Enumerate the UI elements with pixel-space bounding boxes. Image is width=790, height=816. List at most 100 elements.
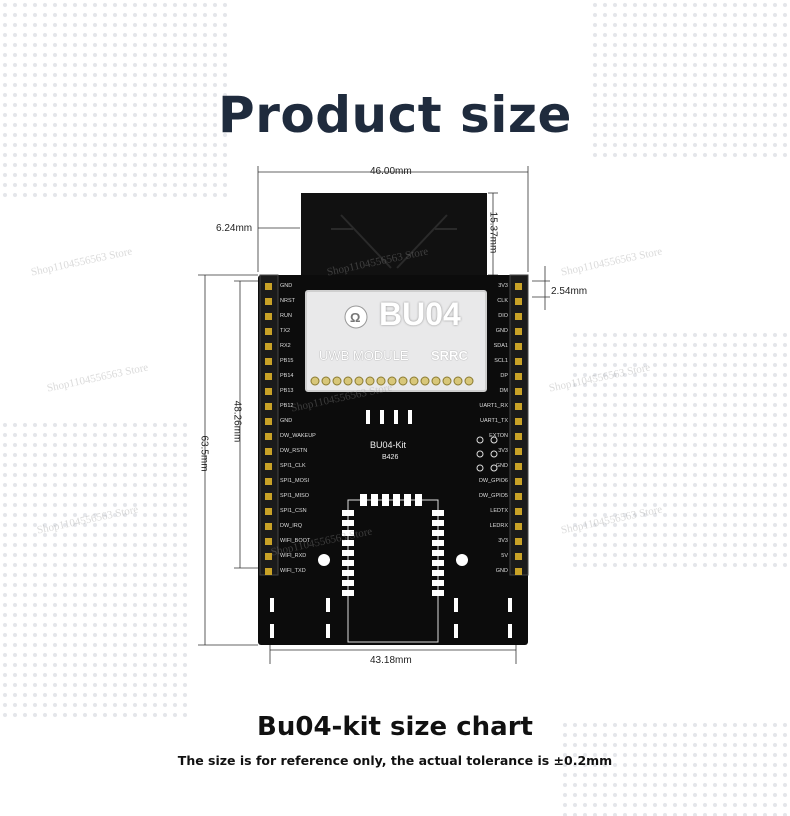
castellation-pad (310, 376, 320, 386)
header-pin (265, 538, 272, 545)
pin-label: TX2 (280, 328, 291, 334)
castellation-pad (453, 376, 463, 386)
pin-label: DW_GPIO5 (478, 493, 508, 499)
chip-pad (415, 494, 422, 506)
pin-label: DM (499, 388, 508, 394)
header-pin (265, 403, 272, 410)
pin-label: SPI1_CSN (280, 508, 307, 514)
dim-pin-pitch: 2.54mm (551, 286, 588, 297)
dot-pattern-top-left (0, 0, 230, 200)
header-pin (515, 403, 522, 410)
kit-name: BU04-Kit (370, 440, 407, 450)
pin-label: SPI1_MISO (280, 493, 310, 499)
pin-label: WIFI_BOOT (280, 538, 311, 544)
page-title: Product size (218, 86, 572, 144)
dot-pattern-bottom-right (560, 720, 790, 816)
pin-label: DW_RSTN (280, 448, 308, 454)
castellation-pad (464, 376, 474, 386)
chip-pad (432, 530, 444, 536)
header-pin (515, 553, 522, 560)
castellation-pad (409, 376, 419, 386)
dot-pattern-right (570, 330, 790, 570)
chip-pad (393, 494, 400, 506)
tolerance-note: The size is for reference only, the actu… (177, 753, 613, 768)
chip-pad (342, 560, 354, 566)
pin-label: DW_IRQ (280, 523, 302, 529)
module-cert: SRRC (431, 348, 468, 363)
pin-label: SDA1 (493, 343, 508, 349)
pin-label: NRST (280, 298, 295, 304)
castellation-pad (332, 376, 342, 386)
header-pin (515, 298, 522, 305)
pin-label: GND (495, 328, 508, 334)
chip-pad (342, 510, 354, 516)
pin-label: PB15 (280, 358, 294, 364)
header-pin (265, 313, 272, 320)
chip-pad (342, 580, 354, 586)
header-pin (265, 418, 272, 425)
pin-label: LEDTX (490, 508, 508, 514)
pin-label: GND (495, 463, 508, 469)
header-pin (515, 313, 522, 320)
chip-pad (342, 550, 354, 556)
castellation-pad (431, 376, 441, 386)
pin-label: EXTON (489, 433, 508, 439)
pin-label: GND (280, 283, 293, 289)
pin-label: WIFI_RXD (280, 553, 307, 559)
header-pin (265, 343, 272, 350)
chip-pad (432, 520, 444, 526)
chip-pad (342, 530, 354, 536)
chip-pad (432, 590, 444, 596)
pin-label: UART1_RX (479, 403, 508, 409)
svg-text:Ω: Ω (350, 310, 360, 325)
pin-label: DW_WAKEUP (280, 433, 316, 439)
header-pin (515, 478, 522, 485)
header-pin (515, 448, 522, 455)
dim-board-width: 46.00mm (370, 166, 412, 177)
header-pin (515, 388, 522, 395)
pin-label: DP (500, 373, 508, 379)
header-pin (265, 508, 272, 515)
chip-pad (404, 494, 411, 506)
chip-pad (342, 540, 354, 546)
uwb-module: Ω BU04 UWB MODULE SRRC (305, 290, 487, 392)
chip-pad (432, 560, 444, 566)
header-pin (515, 523, 522, 530)
pin-label: DW_GPIO6 (478, 478, 508, 484)
dot-pattern-top-right (590, 0, 790, 160)
pin-label: CLK (497, 298, 508, 304)
module-castellations (310, 376, 474, 386)
pin-label: GND (280, 418, 293, 424)
pin-label: GND (495, 568, 508, 574)
header-pin (265, 328, 272, 335)
pin-label: 3V3 (498, 448, 508, 454)
antenna-trace (331, 214, 457, 269)
chip-pad (342, 520, 354, 526)
pin-label: RUN (280, 313, 292, 319)
header-pin (265, 433, 272, 440)
pin-label: 3V3 (498, 538, 508, 544)
chip-pad (371, 494, 378, 506)
module-title: BU04 (379, 296, 461, 332)
castellation-pad (376, 376, 386, 386)
pin-label: PB14 (280, 373, 294, 379)
castellation-pad (387, 376, 397, 386)
header-pin (265, 448, 272, 455)
header-pin (265, 553, 272, 560)
chip-pad (432, 550, 444, 556)
dot-pattern-left (0, 420, 190, 720)
chip-pad (432, 540, 444, 546)
pin-label: SPI1_CLK (280, 463, 306, 469)
header-pin (515, 433, 522, 440)
header-pin (265, 388, 272, 395)
header-pin (515, 538, 522, 545)
pin-label: PB12 (280, 403, 294, 409)
castellation-pad (343, 376, 353, 386)
chip-pad (432, 570, 444, 576)
castellation-pad (365, 376, 375, 386)
header-pin (515, 493, 522, 500)
pin-label: UART1_TX (479, 418, 508, 424)
header-pin (265, 478, 272, 485)
chip-pad (342, 570, 354, 576)
